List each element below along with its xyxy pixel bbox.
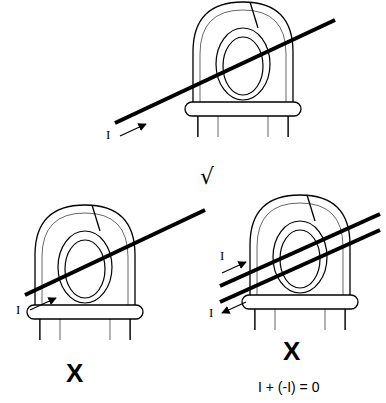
current-label: I xyxy=(16,303,20,316)
clamp-meter xyxy=(242,195,358,330)
current-arrow xyxy=(30,298,56,310)
formula: I + (-I) = 0 xyxy=(258,380,319,394)
current-arrow xyxy=(222,262,246,273)
cross-mark: X xyxy=(66,360,83,386)
current-arrow xyxy=(120,124,146,136)
cross-mark: X xyxy=(283,338,300,364)
current-label: I xyxy=(106,128,110,141)
wire xyxy=(25,210,205,295)
wire xyxy=(115,20,335,123)
wire xyxy=(220,230,380,302)
current-label: I xyxy=(209,306,213,319)
wire xyxy=(220,214,380,286)
check-mark: √ xyxy=(200,166,214,188)
clamp-meter xyxy=(27,205,143,340)
clamp-meter xyxy=(185,2,301,137)
current-label: I xyxy=(220,249,224,262)
current-arrow xyxy=(222,302,246,313)
